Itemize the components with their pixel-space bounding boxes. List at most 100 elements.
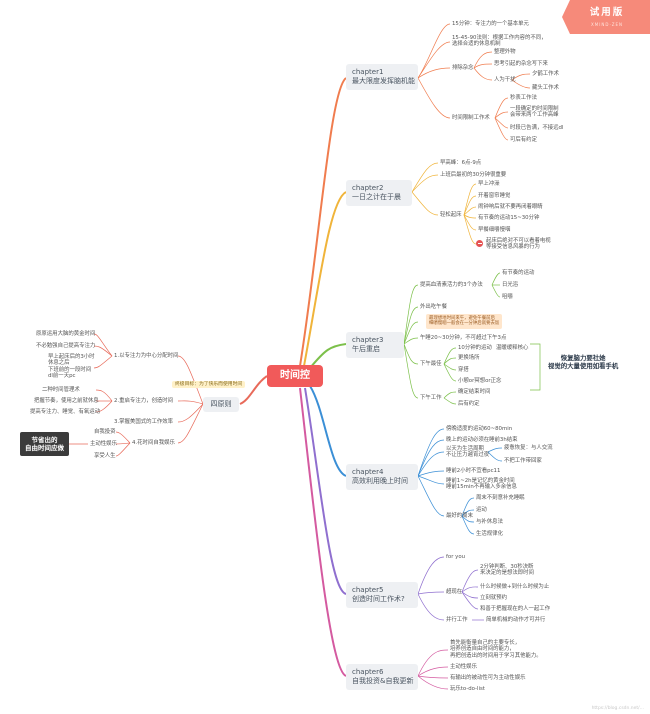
chapter3-topic[interactable]: chapter3 午后重启 [346, 332, 404, 358]
ch1-item[interactable]: 可后有约定 [510, 137, 537, 143]
ch1-item[interactable]: 15分钟：专注力的一个基本单元 [452, 21, 529, 27]
left-item[interactable]: 早上起床后的3小时 休息之后 下班前的一段时间 dl前一天pc [48, 354, 95, 380]
ch3-item[interactable]: 咀嚼 [502, 294, 513, 300]
trunk-chapter3 [309, 343, 347, 369]
ch3-item[interactable]: 后有约定 [458, 401, 480, 407]
ch4-item[interactable]: 最好的周末 [446, 513, 473, 519]
trunk-chapter4 [309, 385, 347, 477]
ch5-item[interactable]: 立刻就预约 [480, 595, 507, 601]
left-item[interactable]: 主动性娱乐 [90, 441, 117, 447]
ch3-item[interactable]: 有节奏的运动 [502, 270, 535, 276]
ch1-item[interactable]: 一段确定的时间限制 会带来两个工作高峰 [510, 106, 559, 119]
chapter1-topic[interactable]: chapter1 最大限度发挥脑机能 [346, 64, 418, 90]
ultimate-goal-tag: 终极目标：为了快乐而使用时间 [172, 381, 246, 388]
ch4-item[interactable]: 晚上的运动必须在睡前3h结束 [446, 437, 518, 443]
ch2-item[interactable]: 上班后最初的30分钟很重要 [440, 172, 507, 178]
recovery-highlight: 恢复脑力要社她 视觉的大量使用如看手机 [548, 354, 619, 370]
ch4-item[interactable]: 不把工作带回家 [504, 458, 542, 464]
left-branch-label[interactable]: 1.以专注力为中心分配时间 [114, 353, 179, 359]
ch2-item[interactable]: 轻松起床 [440, 212, 462, 218]
ch3-item[interactable]: 10分钟的运动 [458, 345, 492, 351]
ch5-item[interactable]: for you [446, 554, 466, 560]
ch4-item[interactable]: 傍晚适度的运动60~80min [446, 426, 513, 432]
ch1-item[interactable]: 时间限制工作术 [452, 115, 490, 121]
ch2-item[interactable]: 早上冲澡 [478, 181, 500, 187]
left-item[interactable]: 自我投资 [94, 429, 116, 435]
left-item[interactable]: 提高专注力、睡觉、有氧运动 [30, 409, 101, 415]
ch2-item[interactable]: 闹钟响后就不要再闭着眼睛 [478, 204, 543, 210]
ch4-item[interactable]: 以天为生活周期 不让压力越宵过夜 [446, 446, 490, 459]
ch4-item[interactable]: 与补休息法 [476, 519, 503, 525]
warning-icon [476, 240, 483, 247]
ch6-item[interactable]: 主动性娱乐 [450, 664, 477, 670]
ch4-item[interactable]: 疲惫恢复：与人交流 [504, 445, 553, 451]
ch4-item[interactable]: 周末不刻意补充睡眠 [476, 495, 525, 501]
chapter6-topic[interactable]: chapter6 自我投资&自我更新 [346, 664, 418, 690]
trunk-chapter1 [299, 77, 347, 367]
central-topic[interactable]: 时间控 [267, 365, 323, 387]
ch3-item[interactable]: 下午最佳 [420, 361, 442, 367]
ch1-item[interactable]: 15-45-90法则：根据工作内容的不同， 选择合适的休息机制 [452, 35, 547, 48]
ch5-item[interactable]: 什么时候做+到什么时候为止 [480, 584, 550, 590]
trunk-chapter2 [303, 191, 347, 367]
ch5-item[interactable]: 2分钟判断、30秒决断 来决定的是想法即时间 [480, 564, 534, 577]
ch1-item[interactable]: 思考引起的杂念写下来 [494, 61, 548, 67]
ch4-item[interactable]: 睡前1~2h是记忆的黄金时间 睡前15min不再输入多余信息 [446, 478, 517, 491]
left-item[interactable]: 原原运用大脑的黄金时间 [36, 331, 96, 337]
left-branch-label[interactable]: 2.重启专注力，创造时间 [114, 398, 174, 404]
ch2-item[interactable]: 起床后绝对不可以看着电视 等接受信息风暴的行为 [486, 238, 551, 251]
ch6-item[interactable]: 有输出的被动性可为主动性娱乐 [450, 675, 526, 681]
ch4-item[interactable]: 睡前2小时不宜看pc11 [446, 468, 501, 474]
ch3-item[interactable]: 提高血清素活力的3个办法 [420, 282, 483, 288]
ch2-item[interactable]: 早高峰：6点-9点 [440, 160, 482, 166]
ch2-item[interactable]: 有节奏的运动15~30分钟 [478, 215, 540, 221]
trial-ribbon: 试用版 XMIND·ZEN [564, 0, 650, 36]
ch2-item[interactable]: 开着窗帘睡觉 [478, 193, 511, 199]
ch1-item[interactable]: 藏头工作术 [532, 85, 559, 91]
ch3-item[interactable]: 确定结束时间 [458, 389, 491, 395]
trial-sublabel: XMIND·ZEN [591, 22, 623, 27]
ch4-item[interactable]: 运动 [476, 507, 487, 513]
ch5-item[interactable]: 和善于把握现在的人一起工作 [480, 606, 551, 612]
ch3-item[interactable]: 午睡20~30分钟，不可超过下午3点 [420, 335, 507, 341]
ch2-item[interactable]: 早餐细嚼慢咽 [478, 227, 511, 233]
trunk-chapter6 [299, 387, 347, 677]
ch3-item[interactable]: 温暖缓释核心 [496, 345, 529, 351]
chapter4-topic[interactable]: chapter4 高效利用晚上时间 [346, 464, 418, 490]
ch1-item[interactable]: 秒表工作法 [510, 95, 537, 101]
left-branch-label[interactable]: 3.掌握美国式的工作效率 [114, 419, 174, 425]
ch3-item[interactable]: 外出吃午餐 [420, 304, 447, 310]
left-item[interactable]: 享受人生 [94, 453, 116, 459]
ch3-item[interactable]: 更换场所 [458, 355, 480, 361]
left-item[interactable]: 不必勉强自己提高专注力 [36, 343, 96, 349]
ch4-item[interactable]: 生活规律化 [476, 531, 503, 537]
ch1-item[interactable]: 整理外物 [494, 49, 516, 55]
ch5-item[interactable]: 简单机械的动作才可并行 [486, 617, 546, 623]
ch1-item[interactable]: 时段已告满，不接远dl [510, 125, 564, 131]
watermark: https://blog.csdn.net/... [591, 706, 644, 711]
trunk-chapter5 [304, 387, 347, 595]
left-item[interactable]: 二种时间管理术 [42, 387, 80, 393]
ch1-item[interactable]: 人为干扰 [494, 77, 516, 83]
chapter5-topic[interactable]: chapter5 创造时间工作术? [346, 582, 418, 608]
ch3-item[interactable]: 小憩or冥想or正念 [458, 378, 502, 384]
ch5-item[interactable]: 并行工作 [446, 617, 468, 623]
ch1-item[interactable]: 排除杂念 [452, 65, 474, 71]
left-branch-label[interactable]: 4.花时间自我娱乐 [132, 440, 175, 446]
ch3-item[interactable]: 穿搭 [458, 367, 469, 373]
ch3-note: 最理想地时间来午，避免午餐前后 细嚼慢咽一般会在一分钟后就要去饭 [426, 314, 503, 329]
ch1-item[interactable]: 夕鹤工作术 [532, 71, 559, 77]
ch6-item[interactable]: 玩乐to-do-list [450, 686, 485, 692]
ch3-item[interactable]: 下午工作 [420, 395, 442, 401]
ch6-item[interactable]: 首先能衡量自己的主要专长， 培养创造自由时间的能力， 再把创造出的时间用于学习其… [450, 640, 542, 659]
trial-ribbon-shape [562, 0, 650, 34]
chapter2-topic[interactable]: chapter2 一日之计在于晨 [346, 180, 412, 206]
trunk-left [239, 375, 268, 405]
trial-label: 试用版 [589, 7, 625, 18]
ch3-item[interactable]: 日光浴 [502, 282, 519, 288]
ch5-item[interactable]: 超现在 [446, 589, 463, 595]
left-item[interactable]: 把握节奏，使用之前就休息 [34, 398, 99, 404]
four-principles-topic[interactable]: 四原则 [203, 397, 239, 412]
free-time-box[interactable]: 节省出的 自由时间应做 [20, 432, 69, 456]
